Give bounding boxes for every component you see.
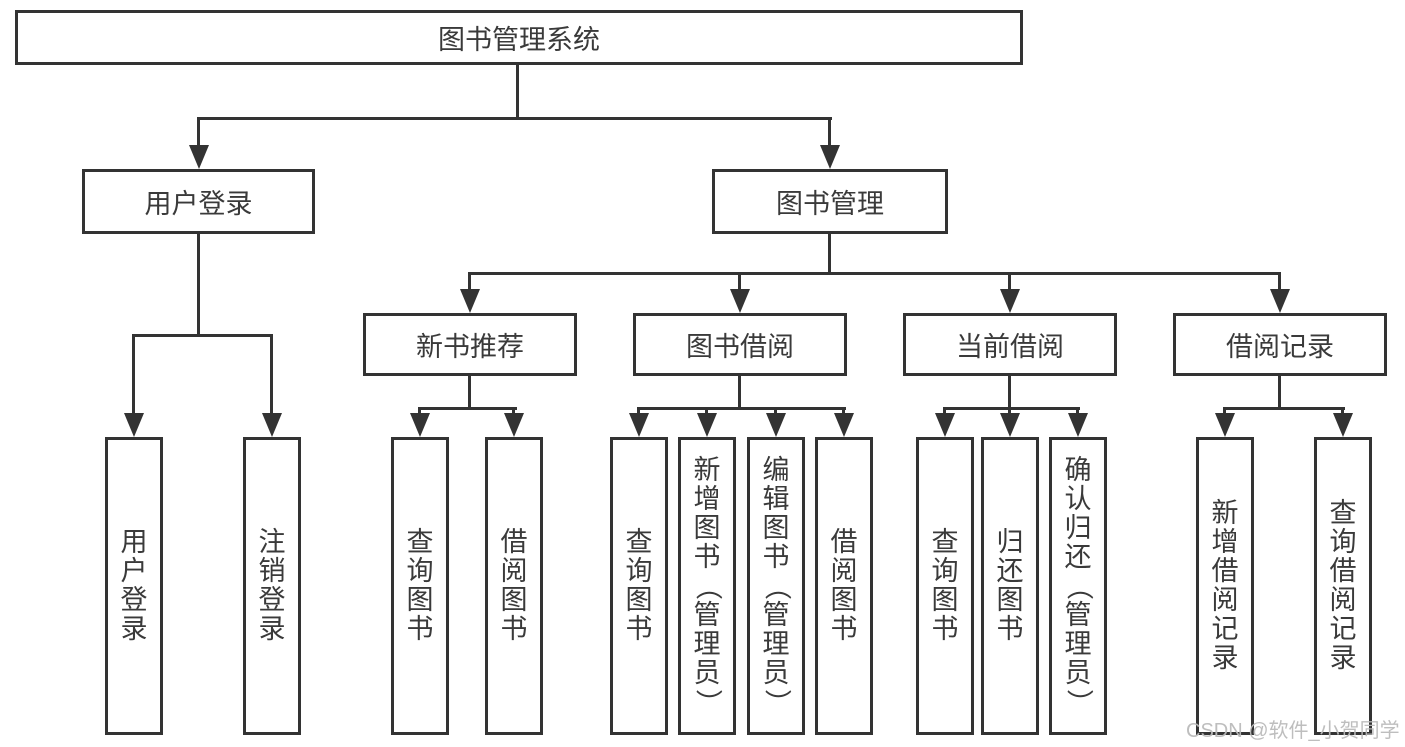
connector-level2-arm (197, 117, 200, 147)
connector-record-stem (1278, 375, 1281, 410)
node-root-label: 图书管理系统 (438, 25, 600, 55)
arrowhead-icon (629, 413, 649, 437)
connector-current-bus (943, 407, 1080, 410)
leaf-query-book: 查询图书 (391, 437, 449, 735)
arrowhead-icon (1068, 413, 1088, 437)
connector-current-arm (1008, 407, 1011, 417)
node-label: 图书借阅 (686, 332, 794, 362)
leaf-add-book-admin: 新增图书（管理员） (678, 437, 736, 735)
connector-root-stem (516, 65, 519, 118)
node-label: 用户登录 (144, 189, 253, 219)
connector-record-arm (1223, 407, 1226, 417)
arrowhead-icon (697, 413, 717, 437)
leaf-confirm-return-admin: 确认归还（管理员） (1049, 437, 1107, 735)
connector-level2-arm (828, 117, 831, 147)
connector-level3-arm (468, 272, 471, 292)
connector-current-stem (1008, 375, 1011, 410)
connector-newbook-stem (468, 375, 471, 410)
leaf-user-login: 用户登录 (105, 437, 163, 735)
connector-login-bus (132, 334, 273, 337)
connector-current-arm (1076, 407, 1079, 417)
leaf-query-book: 查询图书 (610, 437, 668, 735)
connector-borrow-bus (637, 407, 846, 410)
node-borrow-record: 借阅记录 (1173, 313, 1387, 376)
leaf-return-book: 归还图书 (981, 437, 1039, 735)
connector-newbook-bus (418, 407, 517, 410)
connector-level3-arm (738, 272, 741, 292)
arrowhead-icon (1333, 413, 1353, 437)
connector-borrow-stem (738, 375, 741, 410)
arrowhead-icon (1215, 413, 1235, 437)
arrowhead-icon (834, 413, 854, 437)
node-new-book-recommend: 新书推荐 (363, 313, 577, 376)
connector-mgmt-stem (828, 234, 831, 275)
node-label: 图书管理 (776, 189, 884, 219)
connector-login-arm (132, 334, 135, 416)
node-book-borrow: 图书借阅 (633, 313, 847, 376)
connector-newbook-arm (418, 407, 421, 417)
leaf-borrow-book: 借阅图书 (815, 437, 873, 735)
connector-borrow-arm (705, 407, 708, 417)
arrowhead-icon (124, 413, 144, 437)
connector-login-arm (270, 334, 273, 416)
arrowhead-icon (189, 145, 209, 169)
arrowhead-icon (1000, 413, 1020, 437)
arrowhead-icon (766, 413, 786, 437)
node-root: 图书管理系统 (15, 10, 1023, 65)
arrowhead-icon (410, 413, 430, 437)
connector-record-bus (1223, 407, 1345, 410)
connector-level2-bus (197, 117, 832, 120)
connector-borrow-arm (774, 407, 777, 417)
connector-current-arm (943, 407, 946, 417)
arrowhead-icon (504, 413, 524, 437)
connector-level3-bus (468, 272, 1281, 275)
node-label: 借阅记录 (1226, 332, 1334, 362)
arrowhead-icon (1000, 289, 1020, 313)
connector-borrow-arm (842, 407, 845, 417)
leaf-query-book: 查询图书 (916, 437, 974, 735)
arrowhead-icon (730, 289, 750, 313)
connector-record-arm (1341, 407, 1344, 417)
arrowhead-icon (460, 289, 480, 313)
node-current-borrow: 当前借阅 (903, 313, 1117, 376)
leaf-logout-login: 注销登录 (243, 437, 301, 735)
arrowhead-icon (262, 413, 282, 437)
arrowhead-icon (935, 413, 955, 437)
leaf-edit-book-admin: 编辑图书（管理员） (747, 437, 805, 735)
node-label: 新书推荐 (416, 332, 524, 362)
leaf-add-borrow-record: 新增借阅记录 (1196, 437, 1254, 735)
arrowhead-icon (820, 145, 840, 169)
leaf-query-borrow-record: 查询借阅记录 (1314, 437, 1372, 735)
leaf-borrow-book: 借阅图书 (485, 437, 543, 735)
node-user-login: 用户登录 (82, 169, 315, 234)
connector-level3-arm (1008, 272, 1011, 292)
node-label: 当前借阅 (956, 332, 1064, 362)
connector-newbook-arm (512, 407, 515, 417)
connector-login-stem (197, 234, 200, 337)
csdn-watermark: CSDN @软件_小贺同学 (1186, 720, 1400, 742)
arrowhead-icon (1270, 289, 1290, 313)
node-book-management: 图书管理 (712, 169, 948, 234)
connector-borrow-arm (637, 407, 640, 417)
connector-level3-arm (1278, 272, 1281, 292)
